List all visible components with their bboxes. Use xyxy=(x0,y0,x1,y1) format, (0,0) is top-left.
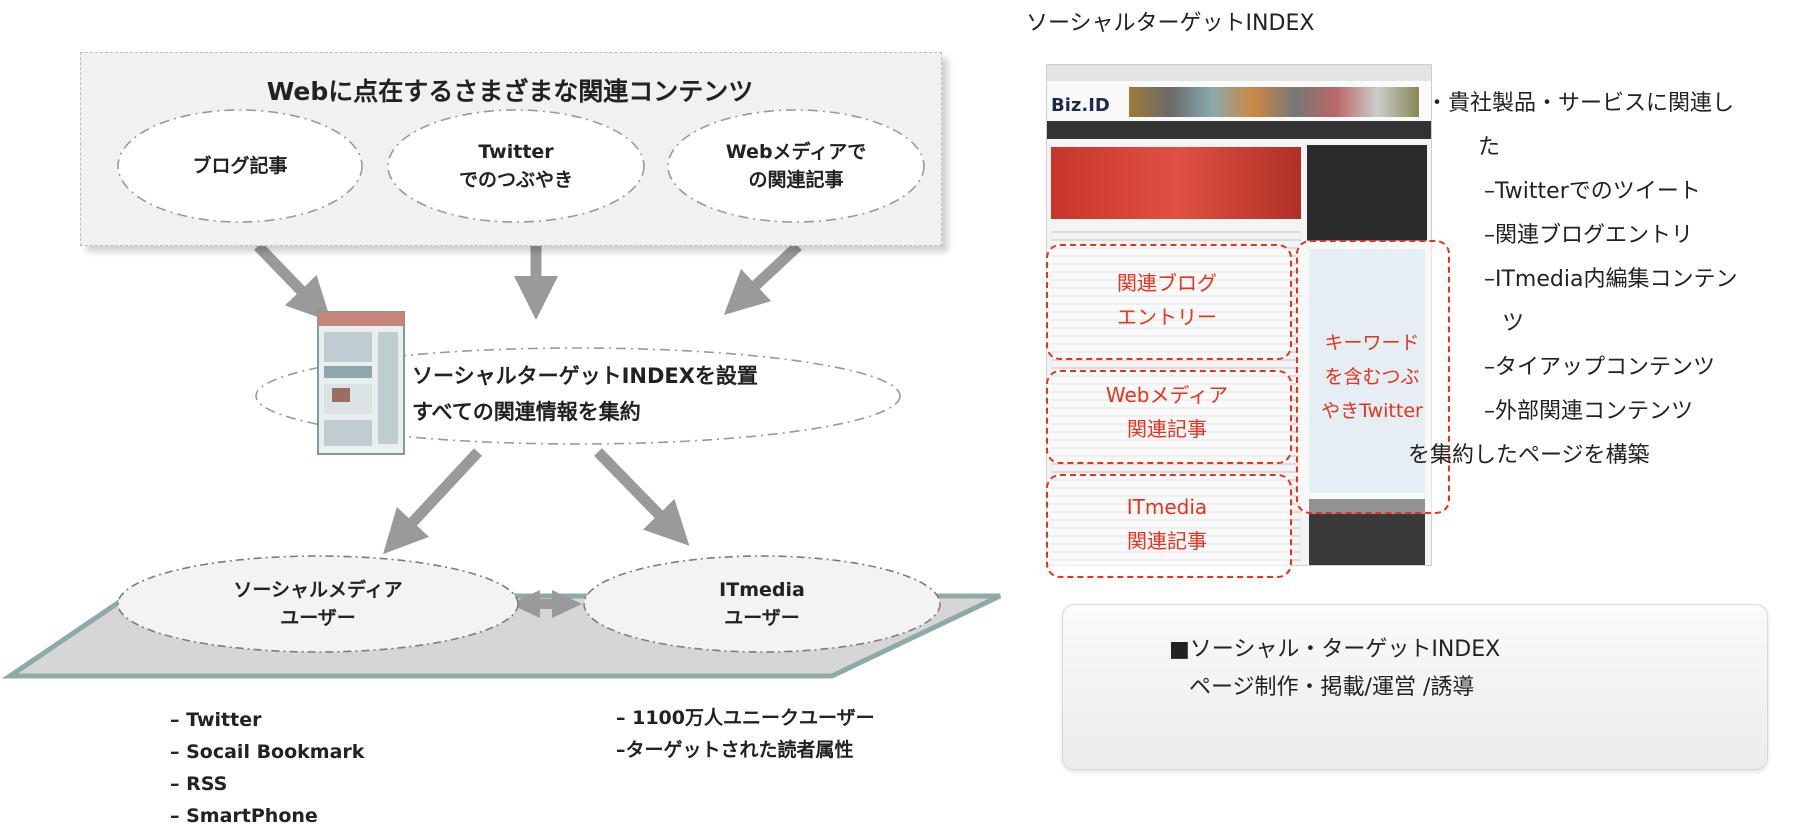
callout-itmedia-label: ITmedia 関連記事 xyxy=(1046,490,1288,558)
callout-web-line2: 関連記事 xyxy=(1127,417,1207,441)
callout-twitter-line2: を含むつぶ xyxy=(1324,366,1420,388)
itmedia-feature-list: – 1100万人ユニークユーザー –ターゲットされた読者属性 xyxy=(616,702,875,766)
description-line: た xyxy=(1478,135,1501,160)
itmedia-feature-item: –ターゲットされた読者属性 xyxy=(616,739,854,761)
note-box: ■ソーシャル・ターゲットINDEX ページ制作・掲載/運営 /誘導 xyxy=(1062,604,1768,770)
preview-navbar xyxy=(1047,121,1431,139)
description-line: ツ xyxy=(1502,311,1525,336)
callout-blog-box xyxy=(1046,244,1292,360)
arrow-hub-to-social xyxy=(383,448,483,555)
arrow-hub-to-itmedia xyxy=(594,448,690,546)
audience-label-itmedia-line1: ITmedia xyxy=(719,579,805,601)
audience-label-social-line1: ソーシャルメディア xyxy=(233,579,403,601)
social-feature-list: – Twitter – Socail Bookmark – RSS – Smar… xyxy=(170,704,364,832)
arrow-web-to-hub xyxy=(723,241,802,315)
preview-hero xyxy=(1051,147,1301,219)
arrow-blog-to-hub xyxy=(254,242,332,322)
preview-sidebar-light xyxy=(1309,249,1425,493)
preview-header: Biz.ID xyxy=(1047,81,1431,121)
description-line: –関連ブログエントリ xyxy=(1484,223,1694,248)
sources-title: Webに点在するさまざまな関連コンテンツ xyxy=(266,77,754,106)
callout-web-box xyxy=(1046,370,1292,464)
description-list: ・貴社製品・サービスに関連し た –Twitterでのツイート –関連ブログエン… xyxy=(1408,82,1738,478)
preview-title: ソーシャルターゲットINDEX xyxy=(1026,11,1315,36)
callout-twitter-line1: キーワード xyxy=(1324,332,1420,354)
callout-web-line1: Webメディア xyxy=(1105,383,1229,407)
source-label-web: Webメディアで の関連記事 xyxy=(686,138,906,194)
callout-twitter-box xyxy=(1296,240,1450,514)
audience-label-social: ソーシャルメディア ユーザー xyxy=(168,576,468,632)
callout-blog-label: 関連ブログ エントリー xyxy=(1046,266,1288,334)
callout-twitter-label: キーワード を含むつぶ やきTwitter xyxy=(1298,326,1446,428)
description-line: –ITmedia内編集コンテン xyxy=(1484,267,1738,292)
audience-label-itmedia-line2: ユーザー xyxy=(724,607,800,629)
description-line: を集約したページを構築 xyxy=(1408,443,1650,468)
callout-itmedia-line1: ITmedia xyxy=(1126,495,1208,519)
audience-label-itmedia: ITmedia ユーザー xyxy=(632,576,892,632)
hub-label: ソーシャルターゲットINDEXを設置 すべての関連情報を集約 xyxy=(412,358,758,430)
callout-blog-line1: 関連ブログ xyxy=(1117,271,1217,295)
callout-itmedia-line2: 関連記事 xyxy=(1127,529,1207,553)
page-thumbnail-icon xyxy=(317,311,405,455)
social-feature-item: – Twitter xyxy=(170,709,262,731)
callout-web-label: Webメディア 関連記事 xyxy=(1046,378,1288,446)
audience-ellipse-social xyxy=(117,555,519,653)
bidirectional-arrow xyxy=(510,590,582,618)
note-line2: ページ制作・掲載/運営 /誘導 xyxy=(1189,675,1475,700)
preview-sidebar-dark xyxy=(1307,145,1427,241)
preview-sidebar-dark-2 xyxy=(1309,499,1425,565)
source-ellipses-overlay xyxy=(117,109,925,223)
note-line1: ■ソーシャル・ターゲットINDEX xyxy=(1169,637,1501,662)
description-line: –外部関連コンテンツ xyxy=(1484,399,1694,424)
hub-label-line1: ソーシャルターゲットINDEXを設置 xyxy=(412,364,758,388)
description-line: –タイアップコンテンツ xyxy=(1484,355,1716,380)
source-label-web-line2: の関連記事 xyxy=(748,169,844,191)
callout-twitter-line3: やきTwitter xyxy=(1321,400,1423,422)
description-line: ・貴社製品・サービスに関連し xyxy=(1426,91,1735,116)
hub-ellipse xyxy=(255,347,901,445)
audience-label-social-line2: ユーザー xyxy=(280,607,356,629)
social-feature-item: – Socail Bookmark xyxy=(170,741,365,763)
social-feature-item: – SmartPhone xyxy=(170,805,318,827)
preview-banner-images xyxy=(1129,87,1419,117)
preview-topbar xyxy=(1047,65,1431,81)
social-feature-item: – RSS xyxy=(170,773,228,795)
source-label-web-line1: Webメディアで xyxy=(725,141,867,163)
source-label-twitter-line2: でのつぶやき xyxy=(458,169,573,191)
hub-label-line2: すべての関連情報を集約 xyxy=(412,400,641,424)
preview-logo: Biz.ID xyxy=(1051,95,1110,116)
source-label-blog: ブログ記事 xyxy=(140,152,340,180)
description-line: –Twitterでのツイート xyxy=(1484,179,1701,204)
source-label-blog-line1: ブログ記事 xyxy=(192,155,288,177)
callout-blog-line2: エントリー xyxy=(1117,305,1217,329)
itmedia-feature-item: – 1100万人ユニークユーザー xyxy=(616,707,875,729)
callout-itmedia-box xyxy=(1046,474,1292,578)
source-label-twitter-line1: Twitter xyxy=(478,141,554,163)
audience-ellipse-itmedia xyxy=(583,555,941,653)
source-label-twitter: Twitter でのつぶやき xyxy=(416,138,616,194)
